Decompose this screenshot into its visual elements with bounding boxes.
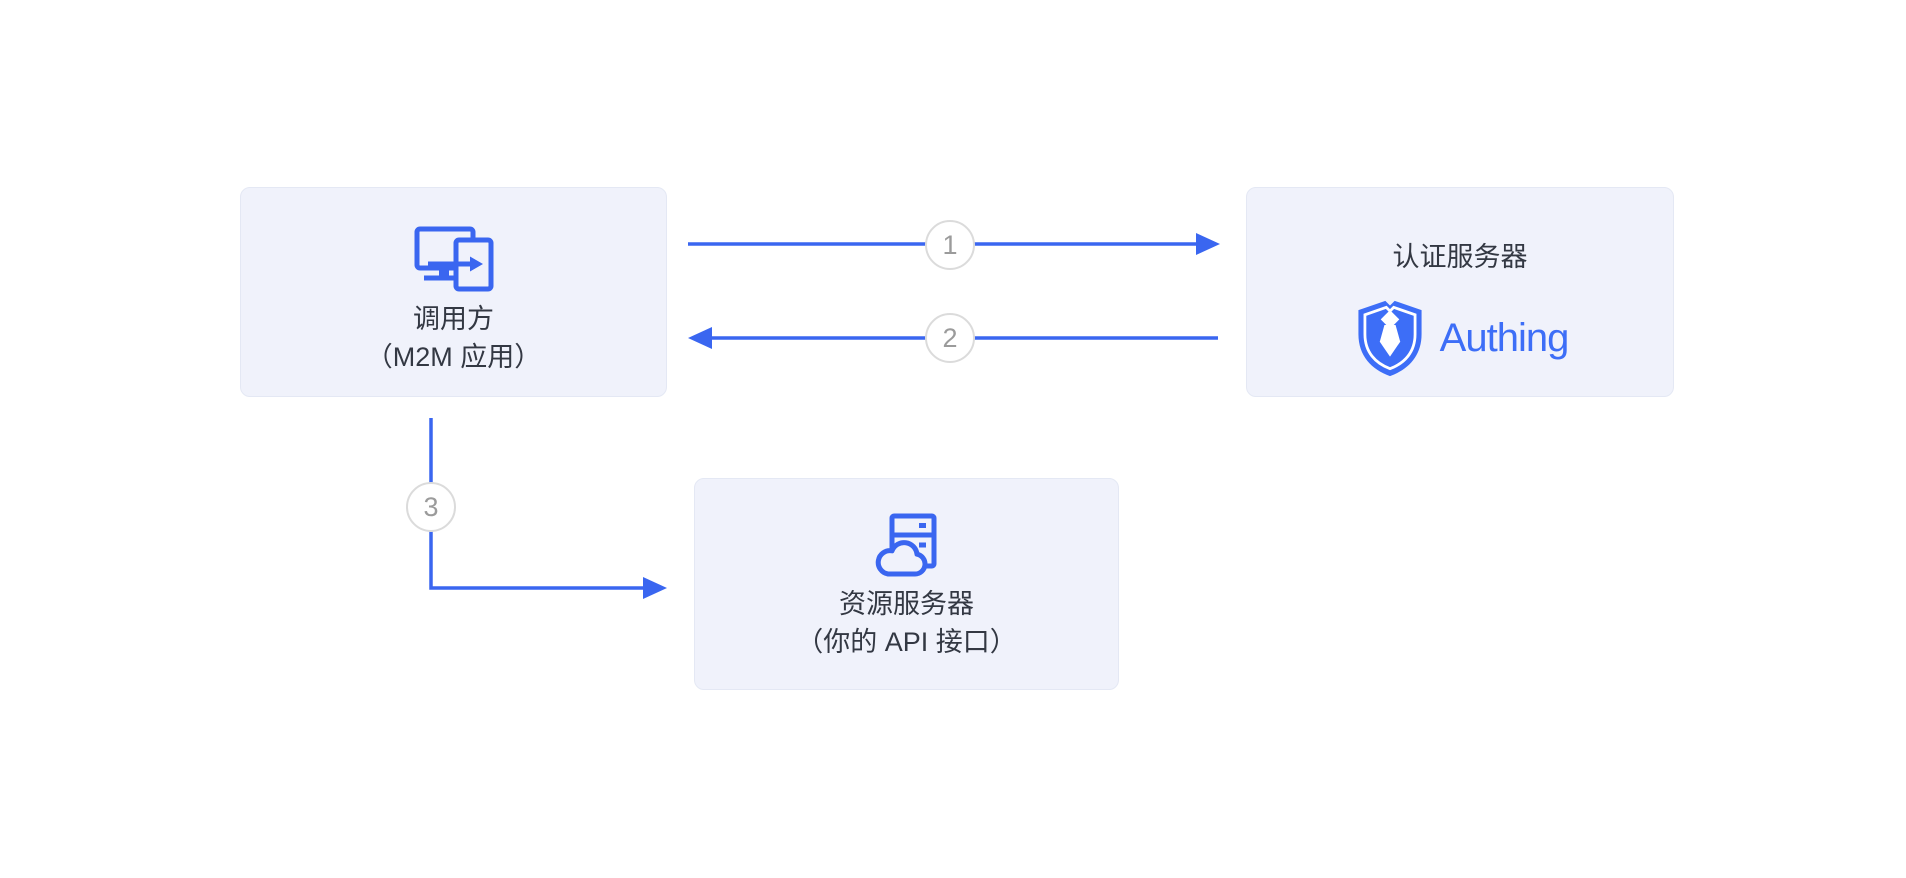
- authing-logo: Authing: [1352, 298, 1569, 378]
- caller-subtitle: （M2M 应用）: [365, 342, 542, 372]
- authing-shield-icon: [1358, 300, 1422, 377]
- step-badge-1: 1: [925, 220, 975, 270]
- auth-server-title: 认证服务器: [1392, 242, 1528, 272]
- resource-server-name: 资源服务器: [839, 589, 974, 619]
- step-3-number: 3: [423, 491, 439, 522]
- step-2-number: 2: [942, 322, 958, 353]
- m2m-app-icon: [414, 226, 493, 292]
- caller-name: 调用方: [413, 304, 494, 334]
- auth-server-node: 认证服务器 Authing: [1246, 187, 1674, 397]
- caller-node: 调用方 （M2M 应用）: [240, 187, 667, 397]
- resource-server-node: 资源服务器 （你的 API 接口）: [694, 478, 1119, 690]
- authing-wordmark: Authing: [1439, 316, 1570, 360]
- step-1-number: 1: [942, 229, 958, 260]
- step-badge-3: 3: [406, 482, 456, 532]
- resource-server-subtitle: （你的 API 接口）: [796, 627, 1017, 657]
- arrow-step3: [429, 418, 667, 599]
- cloud-server-icon: [875, 513, 936, 577]
- step-badge-2: 2: [925, 313, 975, 363]
